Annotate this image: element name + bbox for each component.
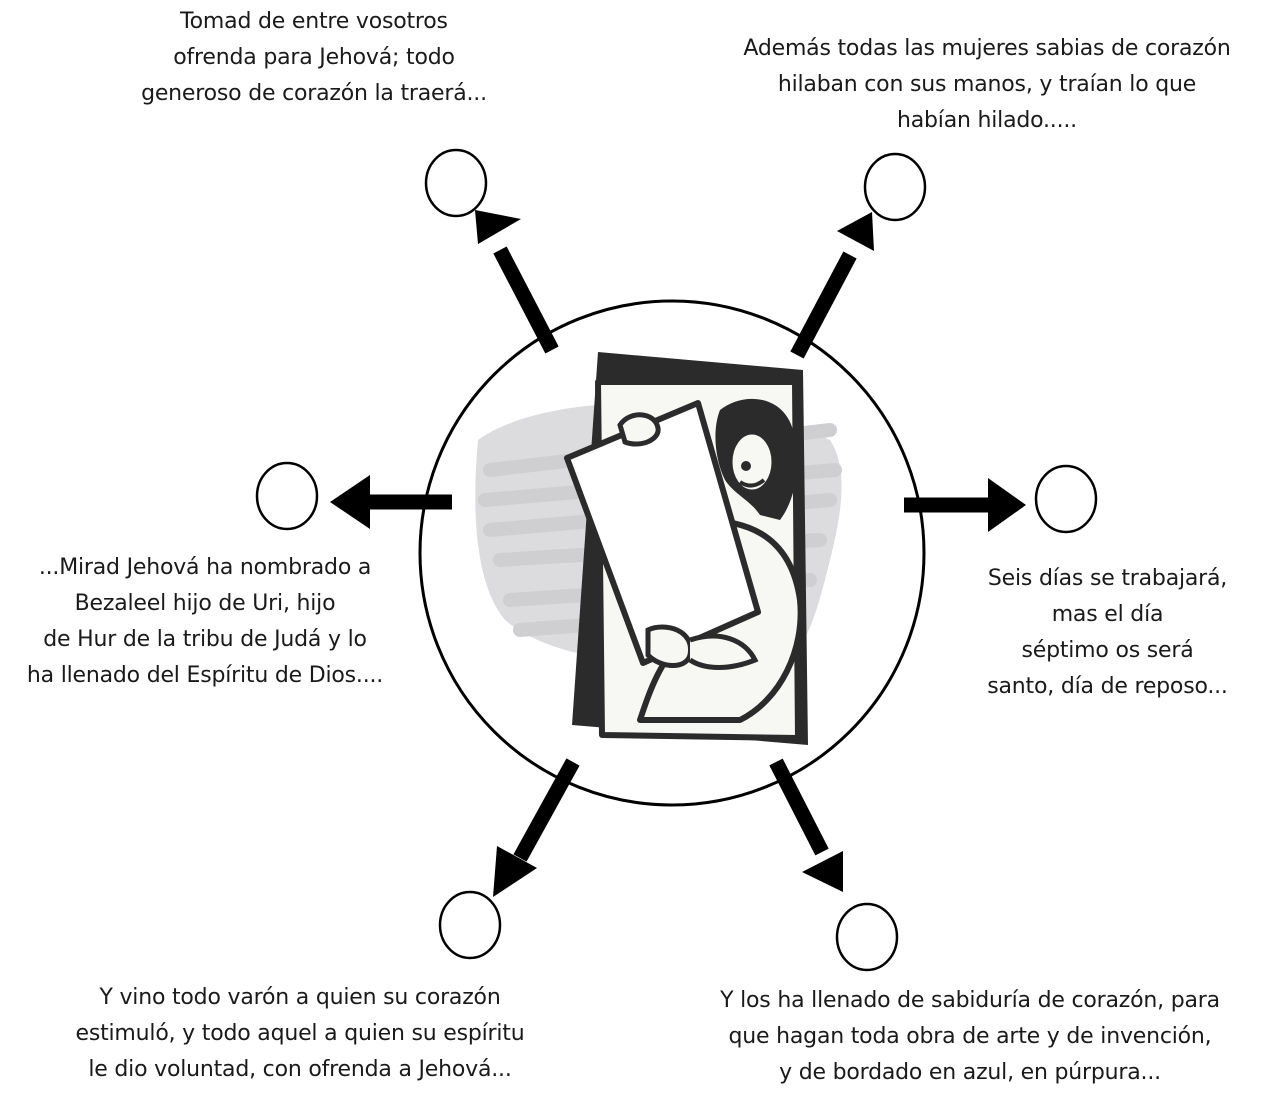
answer-circle-bottom-left[interactable] [438, 890, 502, 960]
arrowhead-right [988, 478, 1026, 532]
arrowhead-bottom-right [802, 851, 843, 892]
arrowhead-bottom-left [493, 846, 537, 897]
arrowhead-left [330, 475, 370, 529]
verse-bottom-left-line-1: Y vino todo varón a quien su corazón [99, 985, 501, 1010]
verse-bottom-right-line-1: Y los ha llenado de sabiduría de corazón… [720, 988, 1220, 1013]
arrow-top-left [493, 246, 559, 354]
verse-bottom-right-line-2: que hagan toda obra de arte y de invenci… [728, 1024, 1212, 1049]
answer-circle-top-right[interactable] [863, 152, 927, 222]
central-circle [418, 299, 926, 807]
verse-left-line-3: de Hur de la tribu de Judá y lo [43, 627, 367, 652]
verse-top-left-line-1: Tomad de entre vosotros [180, 9, 448, 34]
verse-left-line-1: ...Mirad Jehová ha nombrado a [38, 555, 372, 580]
verse-top-right: Además todas las mujeres sabias de coraz… [712, 31, 1262, 139]
verse-bottom-right-line-3: y de bordado en azul, en púrpura... [779, 1060, 1161, 1085]
woman-holding-board-illustration [475, 352, 842, 745]
verse-top-right-line-2: hilaban con sus manos, y traían lo que [777, 72, 1197, 97]
verse-right-line-2: mas el día [1051, 602, 1164, 627]
verse-bottom-left: Y vino todo varón a quien su corazón est… [30, 980, 570, 1088]
verse-left-line-2: Bezaleel hijo de Uri, hijo [74, 591, 336, 616]
verse-bottom-left-line-3: le dio voluntad, con ofrenda a Jehová... [88, 1057, 512, 1082]
verse-bottom-right: Y los ha llenado de sabiduría de corazón… [678, 983, 1262, 1091]
answer-circle-right[interactable] [1034, 464, 1098, 534]
verse-top-right-line-1: Además todas las mujeres sabias de coraz… [743, 36, 1231, 61]
verse-left: ...Mirad Jehová ha nombrado a Bezaleel h… [0, 550, 410, 694]
arrow-bottom-left [513, 758, 580, 862]
verse-bottom-left-line-2: estimuló, y todo aquel a quien su espíri… [75, 1021, 525, 1046]
verse-right-line-3: séptimo os será [1021, 638, 1194, 663]
answer-circle-top-left[interactable] [424, 148, 488, 218]
arrow-bottom-right [769, 758, 829, 856]
arrows [330, 210, 1026, 897]
arrowhead-top-right [837, 212, 874, 251]
verse-right-line-1: Seis días se trabajará, [987, 566, 1228, 591]
answer-circle-bottom-right[interactable] [835, 902, 899, 972]
verse-right: Seis días se trabajará, mas el día sépti… [955, 561, 1260, 705]
answer-circle-left[interactable] [255, 461, 319, 531]
verse-top-right-line-3: habían hilado..... [897, 108, 1077, 133]
verse-top-left-line-3: generoso de corazón la traerá... [141, 81, 487, 106]
arrowhead-top-left [475, 210, 521, 244]
verse-top-left: Tomad de entre vosotros ofrenda para Jeh… [104, 4, 524, 112]
verse-left-line-4: ha llenado del Espíritu de Dios.... [26, 663, 384, 688]
answer-circles [255, 148, 1098, 972]
verse-right-line-4: santo, día de reposo... [987, 674, 1228, 699]
verse-top-left-line-2: ofrenda para Jehová; todo [173, 45, 455, 70]
arrow-top-right [790, 251, 857, 359]
